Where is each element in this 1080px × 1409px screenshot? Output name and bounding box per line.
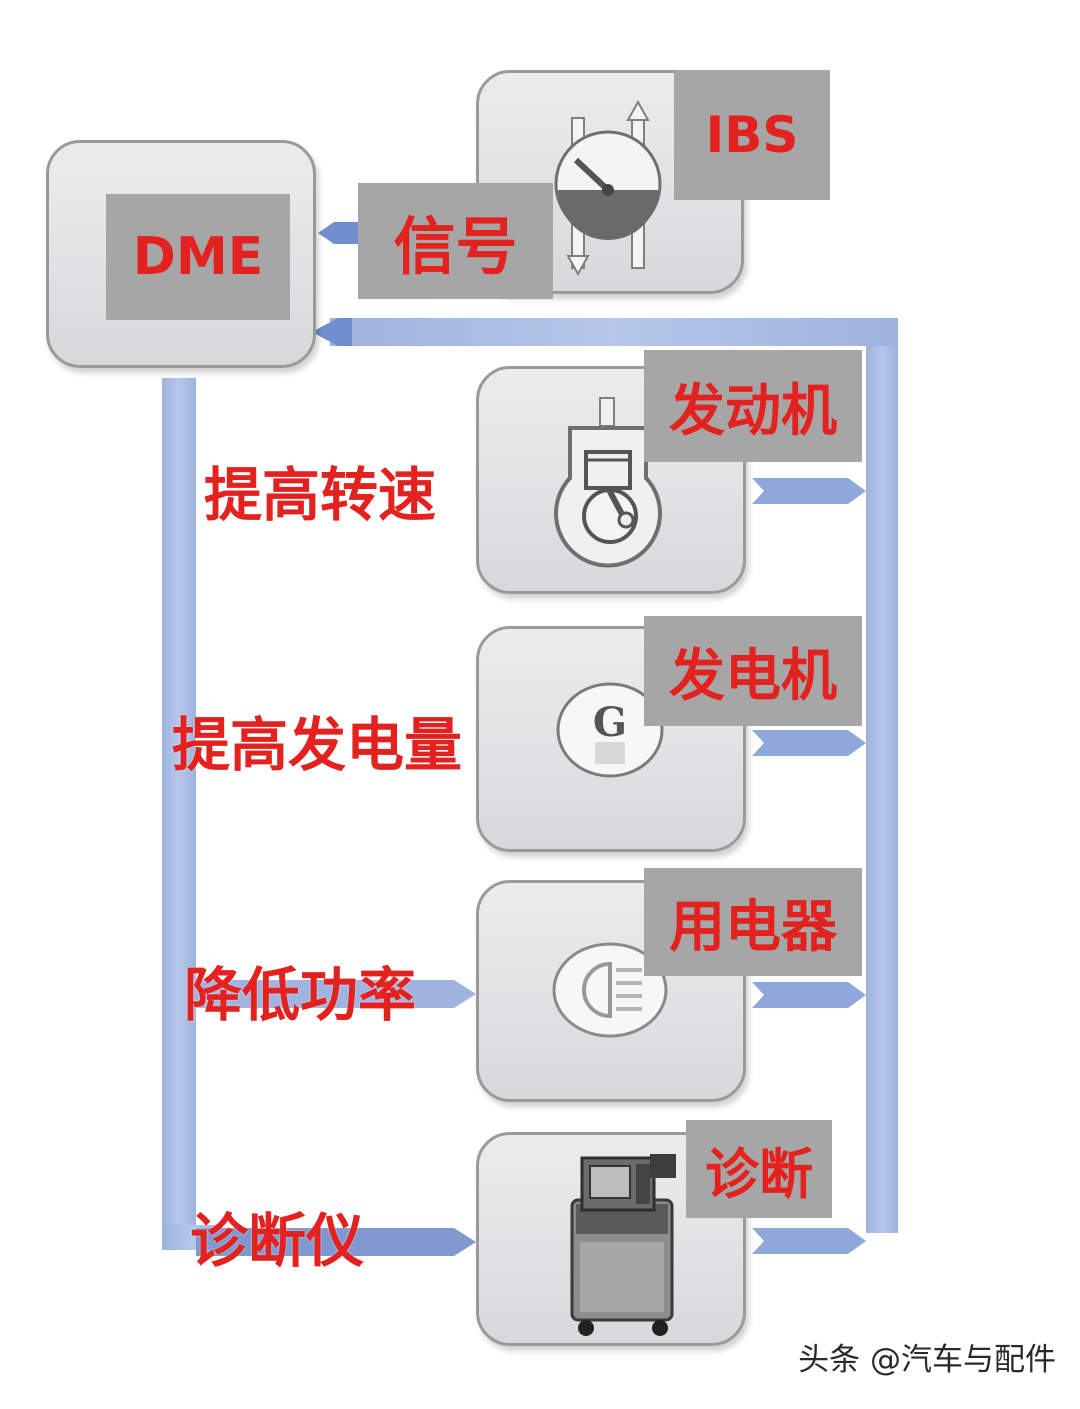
engine-icon	[554, 397, 662, 568]
diagnosis-action-label: 诊断仪	[190, 1207, 365, 1275]
consumer-action-label: 降低功率	[184, 961, 417, 1029]
diagnosis-label: 诊断	[686, 1120, 832, 1218]
consumer-label: 用电器	[644, 868, 862, 976]
arrow-diagnosis-feedback	[752, 1228, 866, 1254]
arrow-engine-feedback	[752, 478, 866, 504]
feedback-bus-horizontal	[330, 318, 898, 346]
arrow-consumer-feedback	[752, 982, 866, 1008]
watermark-text: 头条 @汽车与配件	[798, 1342, 1056, 1378]
generator-action-label: 提高发电量	[172, 711, 463, 779]
feedback-bus-vertical	[866, 318, 898, 1233]
ibs-gauge-icon	[554, 99, 662, 277]
generator-icon: G	[556, 682, 664, 778]
engine-label: 发动机	[644, 350, 862, 462]
dme-label: DME	[106, 194, 290, 320]
headlight-icon	[552, 942, 668, 1038]
diagnostic-tester-icon	[570, 1154, 676, 1336]
generator-letter: G	[593, 699, 627, 746]
ibs-label: IBS	[674, 70, 830, 200]
control-bus-vertical	[162, 378, 196, 1250]
arrow-to-diagnosis	[196, 1228, 476, 1256]
generator-label: 发电机	[644, 616, 862, 726]
arrow-to-consumer	[196, 980, 476, 1008]
engine-action-label: 提高转速	[204, 461, 437, 529]
arrow-generator-feedback	[752, 730, 866, 756]
signal-label: 信号	[358, 183, 553, 299]
arrow-to-dme-feedback	[312, 318, 352, 346]
